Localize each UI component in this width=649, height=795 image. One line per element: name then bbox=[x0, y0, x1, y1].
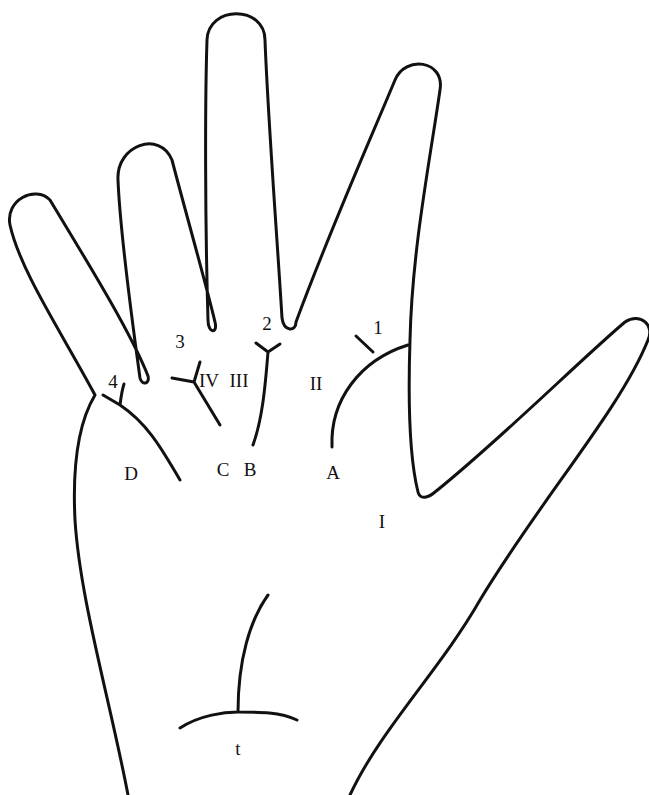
region-label: C bbox=[217, 460, 230, 479]
triradius-line bbox=[332, 336, 408, 447]
region-label: 1 bbox=[373, 318, 383, 337]
triradius-line bbox=[172, 362, 220, 425]
region-label: 4 bbox=[108, 372, 118, 391]
region-label: II bbox=[310, 374, 323, 393]
region-label: A bbox=[326, 463, 340, 482]
region-label: 3 bbox=[175, 332, 185, 351]
region-label: I bbox=[379, 512, 385, 531]
region-label: t bbox=[235, 739, 240, 758]
triradius-line bbox=[180, 595, 297, 728]
triradius-line bbox=[253, 343, 280, 445]
hand-outline bbox=[9, 14, 649, 795]
region-label: 2 bbox=[262, 314, 272, 333]
region-label: B bbox=[244, 460, 257, 479]
region-label: IV bbox=[199, 371, 219, 390]
region-label: III bbox=[230, 371, 249, 390]
triradius-line bbox=[103, 384, 180, 480]
region-label: D bbox=[124, 464, 138, 483]
